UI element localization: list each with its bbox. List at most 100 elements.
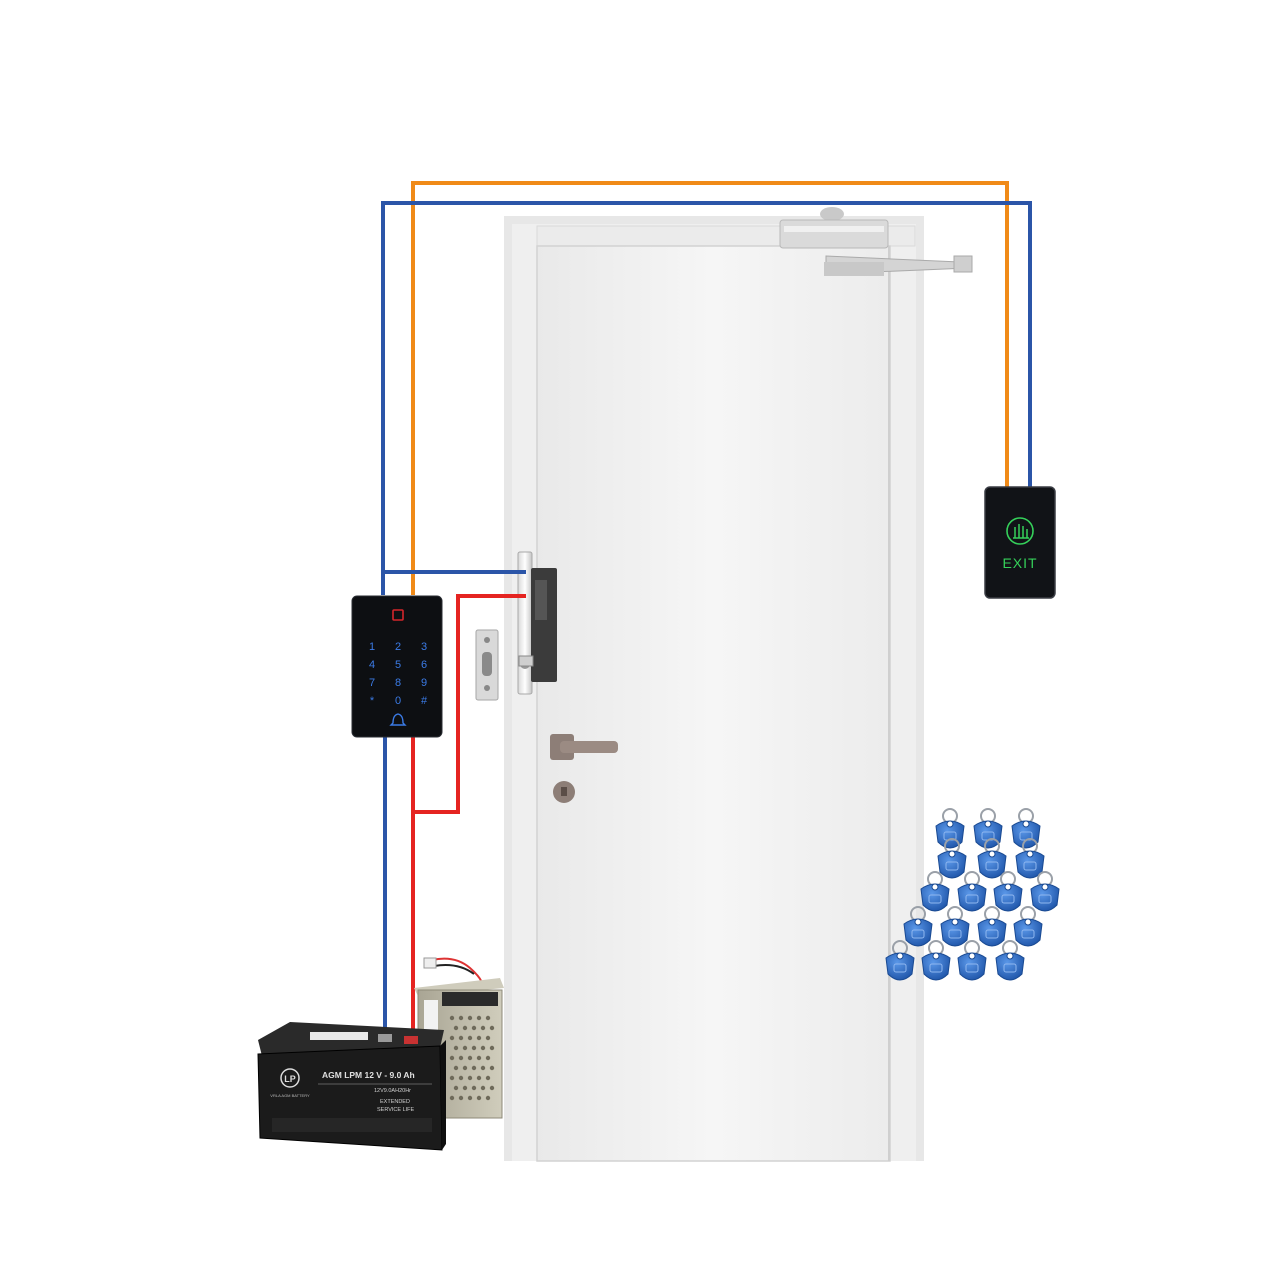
bell-icon [389,713,407,726]
keypad-key-3[interactable]: 3 [421,641,427,653]
keypad-key-1[interactable]: 1 [369,641,375,653]
psu-vent-hole [458,1095,464,1101]
psu-vent-hole [449,1075,455,1081]
rfid-keyfob-icon [995,940,1025,981]
psu-vent-hole [467,1075,473,1081]
rfid-keyfob-icon [921,940,951,981]
psu-vent-hole [449,1035,455,1041]
psu-vent-hole [453,1045,459,1051]
electric-bolt-lock [517,551,557,695]
rfid-keyfob-icon [957,940,987,981]
wire-red-lock [413,594,526,814]
keypad-key-4[interactable]: 4 [369,659,375,671]
rfid-keyfob-icon [940,906,970,947]
keypad-key-9[interactable]: 9 [421,677,427,689]
rfid-keyfob-icon [1011,808,1041,849]
door-leaf [536,245,891,1162]
keypad-key-8[interactable]: 8 [395,677,401,689]
psu-vent-hole [476,1035,482,1041]
battery-spec: 12V9.0AH20Hr [374,1088,411,1094]
psu-vent-hole [458,1035,464,1041]
keypad-led-indicator [392,609,404,621]
lock-bolt [518,655,534,667]
psu-vent-hole [476,1095,482,1101]
battery-model: AGM LPM 12 V - 9.0 Ah [322,1070,415,1080]
rfid-keyfob-icon [920,871,950,912]
psu-vent-hole [462,1045,468,1051]
psu-vent-hole [489,1065,495,1071]
strike-screw-top [484,637,490,643]
psu-vent-hole [485,1075,491,1081]
rfid-keyfobs [885,808,1060,981]
closer-cap [820,207,844,221]
keypad-key-star[interactable]: * [370,695,375,707]
battery-brand-logo-text: LP [284,1074,296,1084]
psu-vent-hole [485,1035,491,1041]
psu-vent-hole [485,1055,491,1061]
psu-vent-hole [467,1015,473,1021]
keypad-key-7[interactable]: 7 [369,677,375,689]
rfid-keyfob-icon [885,940,915,981]
wiring [381,181,1032,1042]
keypad-housing [351,595,443,738]
battery-barcode [310,1032,368,1040]
rfid-keyfob-icon [1013,906,1043,947]
door-handle [550,734,618,803]
keypad-reader: 1 2 3 4 5 6 7 8 9 * 0 # [351,595,443,738]
strike-screw-bottom [484,685,490,691]
psu-vent-hole [462,1065,468,1071]
hand-touch-glyph [1013,524,1029,539]
psu-vent-hole [489,1025,495,1031]
psu-vent-hole [480,1085,486,1091]
psu-vent-hole [471,1025,477,1031]
keypad-key-0[interactable]: 0 [395,695,401,707]
battery-brand-logo [280,1068,300,1088]
keypad-key-hash[interactable]: # [421,695,428,707]
psu-vent-hole [476,1015,482,1021]
psu-vent-hole [453,1025,459,1031]
wire-orange-exit [411,181,1009,595]
rfid-keyfob-icon [935,808,965,849]
keypad-key-6[interactable]: 6 [421,659,427,671]
exit-label: EXIT [1002,555,1037,571]
psu-vent-hole [471,1045,477,1051]
keypad-key-5[interactable]: 5 [395,659,401,671]
psu-vent-hole [471,1065,477,1071]
psu-cable-black [433,964,475,975]
battery-terminal-negative [378,1034,392,1042]
battery-tagline-2: SERVICE LIFE [377,1107,415,1113]
rfid-keyfob-icon [977,906,1007,947]
closer-highlight [784,226,884,232]
rfid-keyfob-icon [993,871,1023,912]
closer-body [779,219,889,249]
rfid-keyfob-icon [977,838,1007,879]
psu-vent-hole [471,1085,477,1091]
rfid-keyfob-icon [973,808,1003,849]
closer-arm-base [824,262,884,276]
rfid-keyfob-icon [937,838,967,879]
rfid-keyfob-icon [1030,871,1060,912]
psu-vent-hole [467,1055,473,1061]
battery-terminal-positive [404,1036,418,1044]
battery-front [257,1045,443,1151]
psu-vent-hole [449,1095,455,1101]
battery-warning-panel [272,1118,432,1132]
psu-vent-hole [480,1025,486,1031]
rfid-keyfob-icon [903,906,933,947]
exit-button-device: EXIT [984,486,1056,599]
psu-vent-hole [462,1025,468,1031]
psu-vent-hole [480,1045,486,1051]
keypad-key-2[interactable]: 2 [395,641,401,653]
handle-lever [560,741,618,753]
psu-connector [423,957,437,969]
exit-button-plate [984,486,1056,599]
psu-vent-hole [449,1015,455,1021]
psu-vent-hole [489,1085,495,1091]
hand-touch-icon [1006,517,1034,545]
psu-vent-hole [458,1015,464,1021]
battery-side [440,1040,446,1150]
psu-vent-hole [462,1085,468,1091]
strike-plate [475,629,499,701]
battery-brand-subtitle: VRLA AGM BATTERY [270,1093,310,1098]
